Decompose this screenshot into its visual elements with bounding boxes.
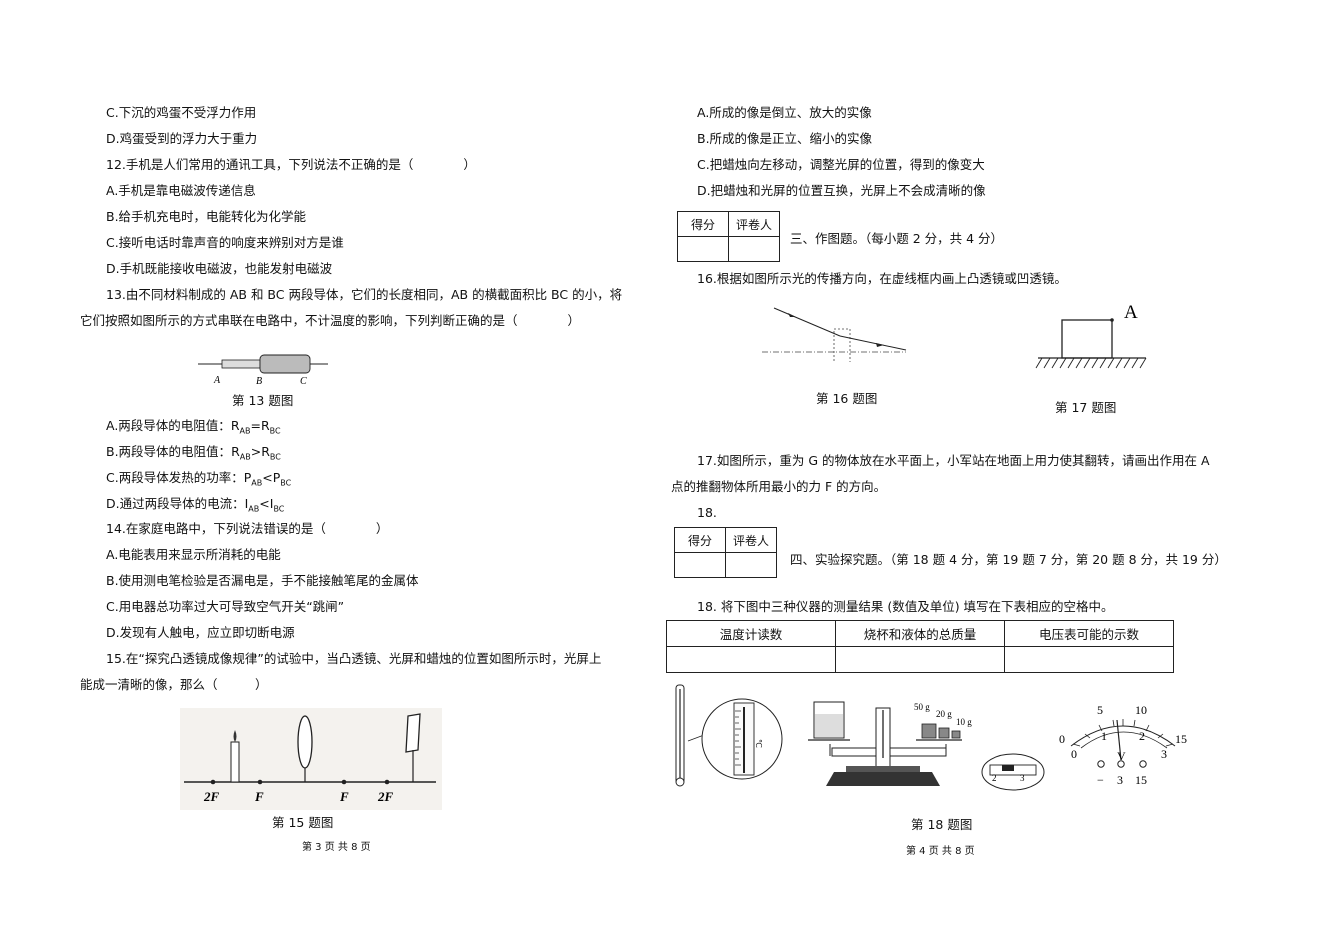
scale-upper-15: 15 xyxy=(1175,732,1187,746)
fig17-caption: 第 17 题图 xyxy=(1055,400,1117,415)
q18-stem: 18. 将下图中三种仪器的测量结果 (数值及单位) 填写在下表相应的空格中。 xyxy=(697,599,1114,614)
fig15-label-f-left: F xyxy=(254,789,264,804)
mass-answer-cell[interactable] xyxy=(835,646,1005,673)
q14-option-b: B.使用测电笔检验是否漏电是，手不能接触笔尾的金属体 xyxy=(106,573,419,588)
grader-header: 评卷人 xyxy=(728,211,780,237)
q18-number: 18. xyxy=(697,505,717,520)
fig13-caption: 第 13 题图 xyxy=(232,393,294,408)
voltmeter-unit-label: V xyxy=(1117,749,1126,763)
right-page-footer: 第 4 页 共 8 页 xyxy=(906,846,975,857)
fig15-label-2f-right: 2F xyxy=(377,789,394,804)
q15-option-b: B.所成的像是正立、缩小的实像 xyxy=(697,131,873,146)
rider-scale-3: 3 xyxy=(1020,773,1025,783)
q13-option-d: D.通过两段导体的电流：IAB<IBC xyxy=(106,496,285,514)
score-cell[interactable] xyxy=(677,236,729,262)
q14-stem: 14.在家庭电路中，下列说法错误的是（ ） xyxy=(106,521,389,536)
q11-option-d: D.鸡蛋受到的浮力大于重力 xyxy=(106,131,258,146)
q15-option-d: D.把蜡烛和光屏的位置互换，光屏上不会成清晰的像 xyxy=(697,183,986,198)
q14-option-a: A.电能表用来显示所消耗的电能 xyxy=(106,547,281,562)
weight-50g-label: 50 g xyxy=(914,702,930,712)
fig13-label-b: B xyxy=(256,376,262,386)
fig17-block-on-ground: A xyxy=(1035,302,1147,369)
fig13-label-c: C xyxy=(300,376,307,386)
q12-option-b: B.给手机充电时，电能转化为化学能 xyxy=(106,209,307,224)
terminal-3: 3 xyxy=(1117,773,1123,787)
fig16-caption: 第 16 题图 xyxy=(816,391,878,406)
thermometer-answer-cell[interactable] xyxy=(666,646,836,673)
svg-text:℃: ℃ xyxy=(754,739,763,748)
left-page-footer: 第 3 页 共 8 页 xyxy=(302,842,371,853)
q15-option-a: A.所成的像是倒立、放大的实像 xyxy=(697,105,872,120)
q13-option-c: C.两段导体发热的功率：PAB<PBC xyxy=(106,470,292,488)
terminal-negative: − xyxy=(1097,773,1104,787)
fig16-light-rays xyxy=(762,307,907,362)
q13-option-a: A.两段导体的电阻值：RAB=RBC xyxy=(106,418,281,436)
q12-option-a: A.手机是靠电磁波传递信息 xyxy=(106,183,256,198)
score-table-section3: 得分评卷人 xyxy=(677,211,780,262)
scale-upper-0: 0 xyxy=(1059,732,1065,746)
score-header: 得分 xyxy=(674,527,726,553)
score-cell[interactable] xyxy=(674,552,726,578)
scale-lower-3: 3 xyxy=(1161,747,1167,761)
q14-option-d: D.发现有人触电，应立即切断电源 xyxy=(106,625,295,640)
fig15-label-f-right: F xyxy=(339,789,349,804)
col-thermometer-header: 温度计读数 xyxy=(666,620,836,647)
q14-option-c: C.用电器总功率过大可导致空气开关“跳闸” xyxy=(106,599,345,614)
terminal-15: 15 xyxy=(1135,773,1147,787)
section3-heading: 三、作图题。（每小题 2 分，共 4 分） xyxy=(790,231,1004,246)
score-table-section4: 得分评卷人 xyxy=(674,527,777,578)
fig18-voltmeter: 0 5 10 15 0 1 2 3 V − 3 15 xyxy=(1059,703,1187,787)
col-voltage-header: 电压表可能的示数 xyxy=(1004,620,1174,647)
q17-stem-line2: 点的推翻物体所用最小的力 F 的方向。 xyxy=(671,479,887,494)
scale-upper-10: 10 xyxy=(1135,703,1147,717)
weight-10g-label: 10 g xyxy=(956,717,972,727)
q17-stem-line1: 17.如图所示，重为 G 的物体放在水平面上，小军站在地面上用力使其翻转，请画出… xyxy=(697,453,1210,468)
rider-scale-2: 2 xyxy=(992,773,997,783)
col-mass-header: 烧杯和液体的总质量 xyxy=(835,620,1005,647)
q15-stem-line1: 15.在“探究凸透镜成像规律”的试验中，当凸透镜、光屏和蜡烛的位置如图所示时，光… xyxy=(106,651,602,666)
fig15-lens-setup: 2F F F 2F xyxy=(180,708,442,810)
scale-lower-1: 1 xyxy=(1101,729,1107,743)
fig18-rider-inset: 2 3 xyxy=(981,753,1045,791)
q12-option-d: D.手机既能接收电磁波，也能发射电磁波 xyxy=(106,261,333,276)
fig18-caption: 第 18 题图 xyxy=(911,817,973,832)
q15-option-c: C.把蜡烛向左移动，调整光屏的位置，得到的像变大 xyxy=(697,157,985,172)
q16-stem: 16.根据如图所示光的传播方向，在虚线框内画上凸透镜或凹透镜。 xyxy=(697,271,1067,286)
q11-option-c: C.下沉的鸡蛋不受浮力作用 xyxy=(106,105,257,120)
score-header: 得分 xyxy=(677,211,729,237)
q18-result-table: 温度计读数 烧杯和液体的总质量 电压表可能的示数 xyxy=(666,620,1174,673)
scale-upper-5: 5 xyxy=(1097,703,1103,717)
q15-stem-line2: 能成一清晰的像，那么（ ） xyxy=(80,677,268,692)
fig15-label-2f-left: 2F xyxy=(203,789,220,804)
fig13-conductor-diagram: A B C xyxy=(198,354,328,386)
scale-lower-2: 2 xyxy=(1139,729,1145,743)
q13-stem-line2: 它们按照如图所示的方式串联在电路中，不计温度的影响，下列判断正确的是（ ） xyxy=(80,313,581,328)
fig18-balance-scale: 50 g 20 g 10 g xyxy=(808,701,972,786)
q13-option-b: B.两段导体的电阻值：RAB>RBC xyxy=(106,444,281,462)
grader-cell[interactable] xyxy=(725,552,777,578)
scale-lower-0: 0 xyxy=(1071,747,1077,761)
fig15-caption: 第 15 题图 xyxy=(272,815,334,830)
weight-20g-label: 20 g xyxy=(936,709,952,719)
q12-option-c: C.接听电话时靠声音的响度来辨别对方是谁 xyxy=(106,235,344,250)
voltage-answer-cell[interactable] xyxy=(1004,646,1174,673)
q13-stem-line1: 13.由不同材料制成的 AB 和 BC 两段导体，它们的长度相同，AB 的横截面… xyxy=(106,287,623,302)
section4-heading: 四、实验探究题。（第 18 题 4 分，第 19 题 7 分，第 20 题 8 … xyxy=(790,552,1227,567)
fig17-point-a-label: A xyxy=(1124,302,1138,323)
grader-header: 评卷人 xyxy=(725,527,777,553)
fig13-label-a: A xyxy=(213,375,221,386)
q12-stem: 12.手机是人们常用的通讯工具，下列说法不正确的是（ ） xyxy=(106,157,476,172)
fig18-thermometer: ℃ xyxy=(675,684,783,787)
grader-cell[interactable] xyxy=(728,236,780,262)
